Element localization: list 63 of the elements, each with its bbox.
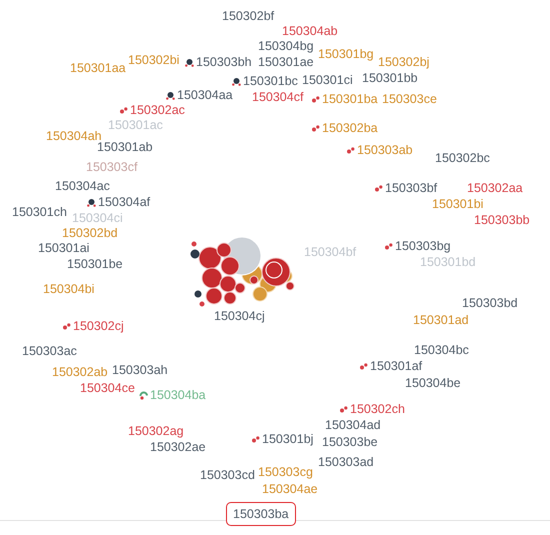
node-label: 150302aa bbox=[467, 181, 523, 195]
highlight-box bbox=[226, 502, 296, 526]
node-label: 150304bf bbox=[304, 245, 356, 259]
node-label: 150304bc bbox=[414, 343, 469, 357]
node-label: 150304ac bbox=[55, 179, 110, 193]
node-label: 150303ab bbox=[357, 143, 413, 157]
node-label: 150302bd bbox=[62, 226, 118, 240]
node-label: 150301ab bbox=[97, 140, 153, 154]
node-label: 150304ba bbox=[150, 388, 206, 402]
node-label: 150303bg bbox=[395, 239, 451, 253]
node-label: 150302ae bbox=[150, 440, 206, 454]
node-label: 150303ac bbox=[22, 344, 77, 358]
node-label: 150301ae bbox=[258, 55, 314, 69]
node-label: 150301ad bbox=[413, 313, 469, 327]
node-label: 150301bd bbox=[420, 255, 476, 269]
node-label: 150302ag bbox=[128, 424, 184, 438]
node-label: 150304aa bbox=[177, 88, 233, 102]
node-label: 150303cg bbox=[258, 465, 313, 479]
node-label: 150302bc bbox=[435, 151, 490, 165]
node-label: 150303bb bbox=[474, 213, 530, 227]
node-label: 150303ah bbox=[112, 363, 168, 377]
node-label: 150301bj bbox=[262, 432, 314, 446]
node-label: 150301bg bbox=[318, 47, 374, 61]
node-label: 150304ae bbox=[262, 482, 318, 496]
node-label: 150304cj bbox=[214, 309, 265, 323]
node-label: 150302ac bbox=[130, 103, 185, 117]
node-label: 150301ba bbox=[322, 92, 378, 106]
node-label: 150301bc bbox=[243, 74, 298, 88]
node-label: 150304ab bbox=[282, 24, 338, 38]
node-label: 150301ci bbox=[302, 73, 353, 87]
node-label: 150304cf bbox=[252, 90, 304, 104]
node-label: 150302bj bbox=[378, 55, 430, 69]
node-label: 150303ad bbox=[318, 455, 374, 469]
node-label: 150303cd bbox=[200, 468, 255, 482]
node-label: 150301aa bbox=[70, 61, 126, 75]
node-label: 150303bf bbox=[385, 181, 438, 195]
node-label: 150303ba bbox=[233, 507, 289, 521]
node-label: 150303cf bbox=[86, 160, 138, 174]
node-label: 150302ch bbox=[350, 402, 405, 416]
node-label: 150304bi bbox=[43, 282, 94, 296]
node-label: 150301ch bbox=[12, 205, 67, 219]
node-label: 150304ce bbox=[80, 381, 135, 395]
node-label: 150303ce bbox=[382, 92, 437, 106]
node-label: 150303bh bbox=[196, 55, 252, 69]
node-label: 150304ah bbox=[46, 129, 102, 143]
node-label: 150302cj bbox=[73, 319, 124, 333]
node-label: 150301be bbox=[67, 257, 123, 271]
node-label: 150304af bbox=[98, 195, 150, 209]
node-label: 150304be bbox=[405, 376, 461, 390]
node-label: 150302bi bbox=[128, 53, 180, 67]
node-label: 150304ad bbox=[325, 418, 381, 432]
node-label: 150301bi bbox=[432, 197, 484, 211]
node-label: 150303be bbox=[322, 435, 378, 449]
node-label: 150301ac bbox=[108, 118, 163, 132]
node-label: 150301af bbox=[370, 359, 422, 373]
node-label: 150304bg bbox=[258, 39, 314, 53]
node-label: 150302ba bbox=[322, 121, 378, 135]
node-label: 150301bb bbox=[362, 71, 418, 85]
node-label: 150302ab bbox=[52, 365, 108, 379]
node-label: 150301ai bbox=[38, 241, 90, 255]
node-label: 150303bd bbox=[462, 296, 518, 310]
node-label: 150304ci bbox=[72, 211, 123, 225]
node-label: 150302bf bbox=[222, 9, 274, 23]
